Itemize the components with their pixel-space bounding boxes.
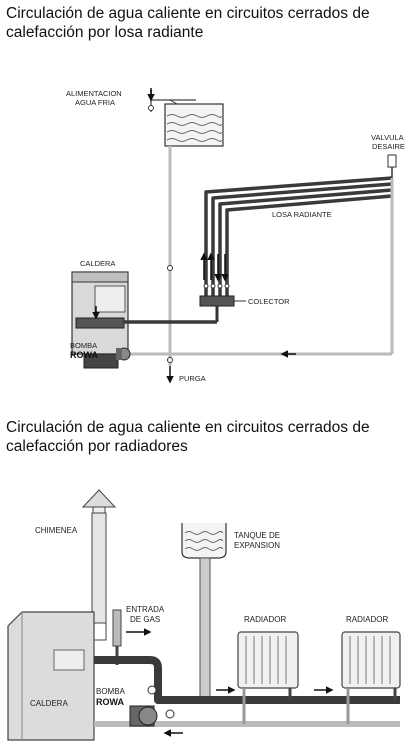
pump-rowa-2: [129, 685, 175, 727]
purge-label: PURGA: [179, 374, 206, 383]
chimney-label: CHIMENEA: [35, 526, 78, 535]
riser-flow-arrows: [200, 252, 230, 289]
radiator-1: [237, 631, 299, 724]
diagram-1-title: Circulación de agua caliente en circuito…: [6, 5, 370, 41]
radiant-floor-pipes: [204, 176, 394, 354]
tank-label-2: EXPANSION: [234, 541, 280, 550]
gas-label-2: DE GAS: [130, 615, 160, 624]
pump-rowa: [116, 347, 131, 361]
radiator-2: [341, 631, 401, 724]
expansion-tank-2: [181, 523, 227, 701]
boiler-2-label: CALDERA: [30, 699, 68, 708]
feed-label-1: ALIMENTACION: [66, 89, 122, 98]
radiator-1-label: RADIADOR: [244, 615, 286, 624]
gas-label-1: ENTRADA: [126, 605, 165, 614]
feed-label-2: AGUA FRIA: [75, 98, 115, 107]
radiant-floor-diagram: ALIMENTACION AGUA FRIA VALVULA DESAIRE: [66, 88, 405, 384]
pump-brand-label: ROWA: [70, 350, 98, 360]
collector-label: COLECTOR: [248, 297, 290, 306]
purge-valve: [166, 357, 174, 384]
boiler-2: [7, 611, 95, 741]
diagram-2-title: Circulación de agua caliente en circuito…: [6, 419, 370, 455]
vent-label-1: VALVULA: [371, 133, 404, 142]
vent-label-2: DESAIRE: [372, 142, 405, 151]
boiler: [71, 271, 129, 369]
collector: [199, 295, 246, 322]
pump-label: BOMBA: [70, 341, 97, 350]
boiler-label: CALDERA: [80, 259, 115, 268]
radiators-diagram: CHIMENEA TANQUE DE EXPANSION ENTRADA DE …: [7, 489, 401, 741]
air-vent-valve: [387, 154, 397, 178]
tank-label-1: TANQUE DE: [234, 531, 280, 540]
pump-2-brand-label: ROWA: [96, 697, 124, 707]
radiant-floor-label: LOSA RADIANTE: [272, 210, 332, 219]
flow-arrows-2: [163, 686, 334, 737]
supply-pipe-2: [94, 656, 400, 704]
expansion-tank: [164, 103, 224, 147]
pump-2-label: BOMBA: [96, 687, 126, 696]
radiator-2-label: RADIADOR: [346, 615, 388, 624]
